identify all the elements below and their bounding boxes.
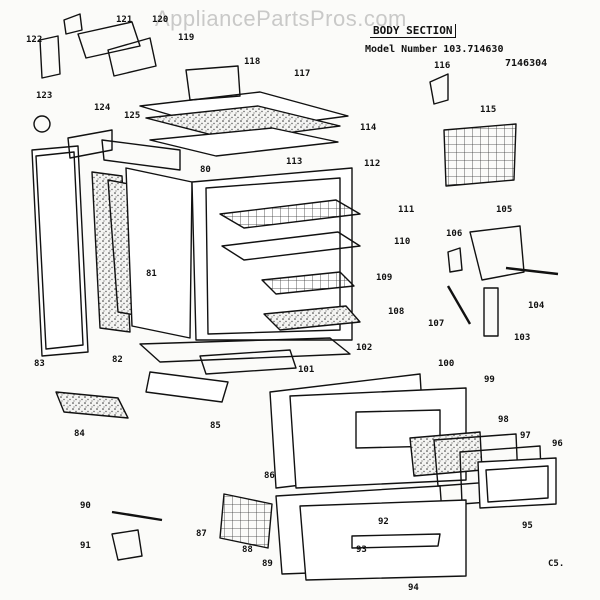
part-shapes xyxy=(31,13,559,581)
rack-115 xyxy=(443,123,517,187)
part-120 xyxy=(77,21,141,59)
model-number: Model Number 103.714630 xyxy=(365,44,504,55)
watermark: AppliancePartsPros.com xyxy=(155,6,407,31)
part-label-100: 100 xyxy=(438,359,454,369)
back-panel-125 xyxy=(101,139,181,171)
part-label-113: 113 xyxy=(286,157,302,167)
window-95 xyxy=(477,457,557,509)
part-label-121: 121 xyxy=(116,15,132,25)
part-label-92: 92 xyxy=(378,517,389,527)
part-119 xyxy=(107,37,157,77)
part-label-91: 91 xyxy=(80,541,91,551)
part-label-98: 98 xyxy=(498,415,509,425)
bracket-91 xyxy=(111,529,143,561)
part-label-119: 119 xyxy=(178,33,194,43)
drawer-side-87 xyxy=(219,493,273,549)
part-label-96: 96 xyxy=(552,439,563,449)
plate-84 xyxy=(55,391,129,419)
rack-111 xyxy=(219,199,361,229)
part-label-82: 82 xyxy=(112,355,123,365)
part-label-88: 88 xyxy=(242,545,253,555)
cord-122 xyxy=(39,35,61,79)
part-label-87: 87 xyxy=(196,529,207,539)
bracket-107 xyxy=(446,285,472,325)
part-label-120: 120 xyxy=(152,15,168,25)
part-label-81: 81 xyxy=(146,269,157,279)
part-label-102: 102 xyxy=(356,343,372,353)
burner-box-85 xyxy=(145,371,229,403)
body-side-80 xyxy=(125,167,193,339)
side-panel-83 xyxy=(31,145,89,357)
part-label-108: 108 xyxy=(388,307,404,317)
part-label-118: 118 xyxy=(244,57,260,67)
part-label-125: 125 xyxy=(124,111,140,121)
part-label-89: 89 xyxy=(262,559,273,569)
part-label-95: 95 xyxy=(522,521,533,531)
drawer-front-94 xyxy=(299,499,467,581)
part-label-115: 115 xyxy=(480,105,496,115)
part-label-90: 90 xyxy=(80,501,91,511)
burner-105 xyxy=(469,225,525,281)
valve-104 xyxy=(505,266,559,276)
part-label-84: 84 xyxy=(74,429,85,439)
part-label-106: 106 xyxy=(446,229,462,239)
part-label-101: 101 xyxy=(298,365,314,375)
pipe-103 xyxy=(483,287,499,337)
part-label-116: 116 xyxy=(434,61,450,71)
hinge-116 xyxy=(429,73,449,105)
part-label-122: 122 xyxy=(26,35,42,45)
handle-118 xyxy=(185,65,241,101)
model-number-alt: 7146304 xyxy=(505,58,548,69)
part-label-97: 97 xyxy=(520,431,531,441)
part-label-114: 114 xyxy=(360,123,377,133)
bottom-panel-102 xyxy=(139,337,351,363)
kick-plate-101 xyxy=(199,349,297,375)
part-label-104: 104 xyxy=(528,301,545,311)
part-label-86: 86 xyxy=(264,471,275,481)
part-label-124: 124 xyxy=(94,103,111,113)
part-label-110: 110 xyxy=(394,237,410,247)
part-label-103: 103 xyxy=(514,333,530,343)
part-label-105: 105 xyxy=(496,205,512,215)
part-label-107: 107 xyxy=(428,319,444,329)
part-labels: 80 81 82 83 84 85 86 87 88 89 90 91 92 93 94 95 96 97 98 99… xyxy=(26,15,563,593)
part-label-85: 85 xyxy=(210,421,221,431)
part-label-109: 109 xyxy=(376,273,392,283)
part-label-80: 80 xyxy=(200,165,211,175)
part-121 xyxy=(63,13,83,35)
part-label-99: 99 xyxy=(484,375,495,385)
drip-pan-108 xyxy=(263,305,361,331)
part-label-112: 112 xyxy=(364,159,380,169)
part-label-111: 111 xyxy=(398,205,414,215)
part-label-93: 93 xyxy=(356,545,367,555)
corner-code: C5. xyxy=(548,559,564,569)
part-label-94: 94 xyxy=(408,583,419,593)
broiler-pan-110 xyxy=(221,231,361,261)
rod-90 xyxy=(111,510,163,522)
knob-123 xyxy=(33,115,51,133)
drawer-handle-93 xyxy=(351,533,441,549)
back-frame-124 xyxy=(67,129,113,159)
top-panel-114 xyxy=(149,127,339,157)
part-label-83: 83 xyxy=(34,359,45,369)
igniter-106 xyxy=(447,247,463,273)
part-label-123: 123 xyxy=(36,91,52,101)
broiler-grid-109 xyxy=(261,271,355,295)
section-title: BODY SECTION xyxy=(370,24,457,38)
part-label-117: 117 xyxy=(294,69,310,79)
